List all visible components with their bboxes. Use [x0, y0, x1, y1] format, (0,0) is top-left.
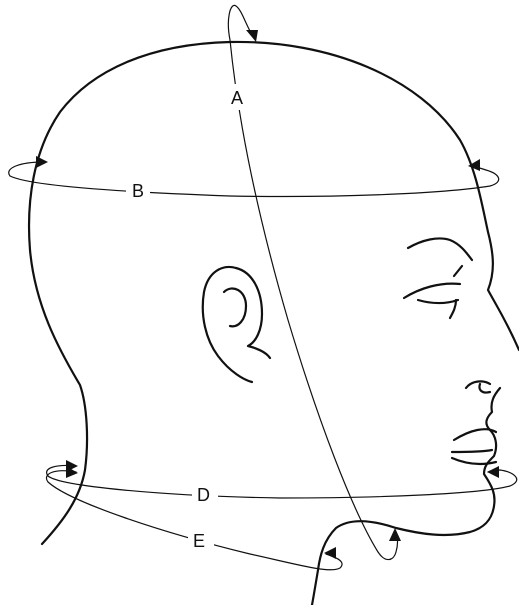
label-b: B — [132, 181, 144, 201]
measurement-loop-b — [9, 162, 499, 197]
nostril — [466, 381, 490, 392]
head-outline — [29, 42, 519, 544]
arrow-a-bottom — [389, 528, 401, 541]
lash — [450, 266, 462, 318]
arrow-b-left — [36, 156, 48, 168]
eye-lower — [418, 300, 458, 303]
ear-inner — [224, 268, 270, 358]
ear-outer — [203, 267, 252, 382]
arrow-d-right — [487, 466, 499, 478]
eyebrow — [408, 238, 472, 260]
lower-lip — [452, 450, 492, 452]
face-lower-outline — [312, 388, 500, 605]
measurement-loop-d — [47, 465, 517, 498]
arrow-a-top — [246, 30, 258, 42]
label-a: A — [231, 88, 243, 108]
label-e: E — [193, 531, 205, 551]
arrow-e-right — [324, 547, 336, 559]
label-d: D — [197, 485, 210, 505]
eyelid — [404, 284, 460, 298]
